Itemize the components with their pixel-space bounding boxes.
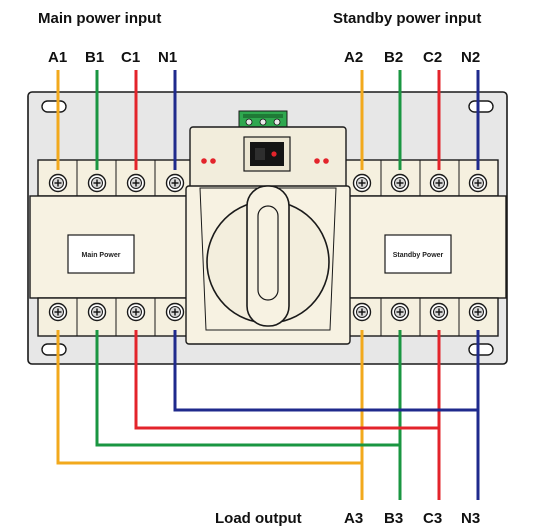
terminal-screw [352,302,372,322]
terminal-label-n2: N2 [461,49,480,66]
wiring [56,70,480,500]
standby-power-switch-body: Standby Power [339,159,507,337]
wire-b-load [95,330,400,447]
terminal-screw [468,302,488,322]
indicator-led [201,158,207,164]
wire-c-load [134,330,439,430]
control-terminal-block [238,110,288,128]
terminal-screw [48,173,68,193]
transfer-handle[interactable] [246,185,290,327]
terminal-label-c1: C1 [121,49,140,66]
terminal-screw [429,302,449,322]
terminal-screw [87,173,107,193]
main-power-panel-label: Main Power [82,252,121,259]
screw-terminals [48,173,488,322]
terminal-screw [429,173,449,193]
indicator-led [314,158,320,164]
terminal-label-b1: B1 [85,49,104,66]
wire-a-load [56,330,362,465]
terminal-label-a1: A1 [48,49,67,66]
main-power-input-heading: Main power input [38,10,161,27]
terminal-label-n3: N3 [461,510,480,527]
terminal-screw [165,302,185,322]
terminal-screw [390,302,410,322]
indicator-led [210,158,216,164]
terminal-screw [48,302,68,322]
terminal-screw [126,302,146,322]
standby-power-panel-label: Standby Power [393,252,444,259]
load-output-heading: Load output [215,510,302,527]
terminal-label-a3: A3 [344,510,363,527]
mount-slot [41,100,67,113]
terminal-label-n1: N1 [158,49,177,66]
terminal-screw [352,173,372,193]
terminal-screw [390,173,410,193]
mount-slot [41,343,67,356]
terminal-screw [468,173,488,193]
terminal-label-a2: A2 [344,49,363,66]
controller-body [185,126,351,345]
terminal-label-b2: B2 [384,49,403,66]
terminal-label-c3: C3 [423,510,442,527]
terminal-label-c2: C2 [423,49,442,66]
terminal-screw [126,173,146,193]
mount-slot [468,100,494,113]
mount-slot [468,343,494,356]
standby-power-input-heading: Standby power input [333,10,481,27]
indicator-led [323,158,329,164]
terminal-label-b3: B3 [384,510,403,527]
terminal-screw [165,173,185,193]
wire-n-load [173,330,478,412]
terminal-screw [87,302,107,322]
main-power-switch-body: Main Power [29,159,197,337]
